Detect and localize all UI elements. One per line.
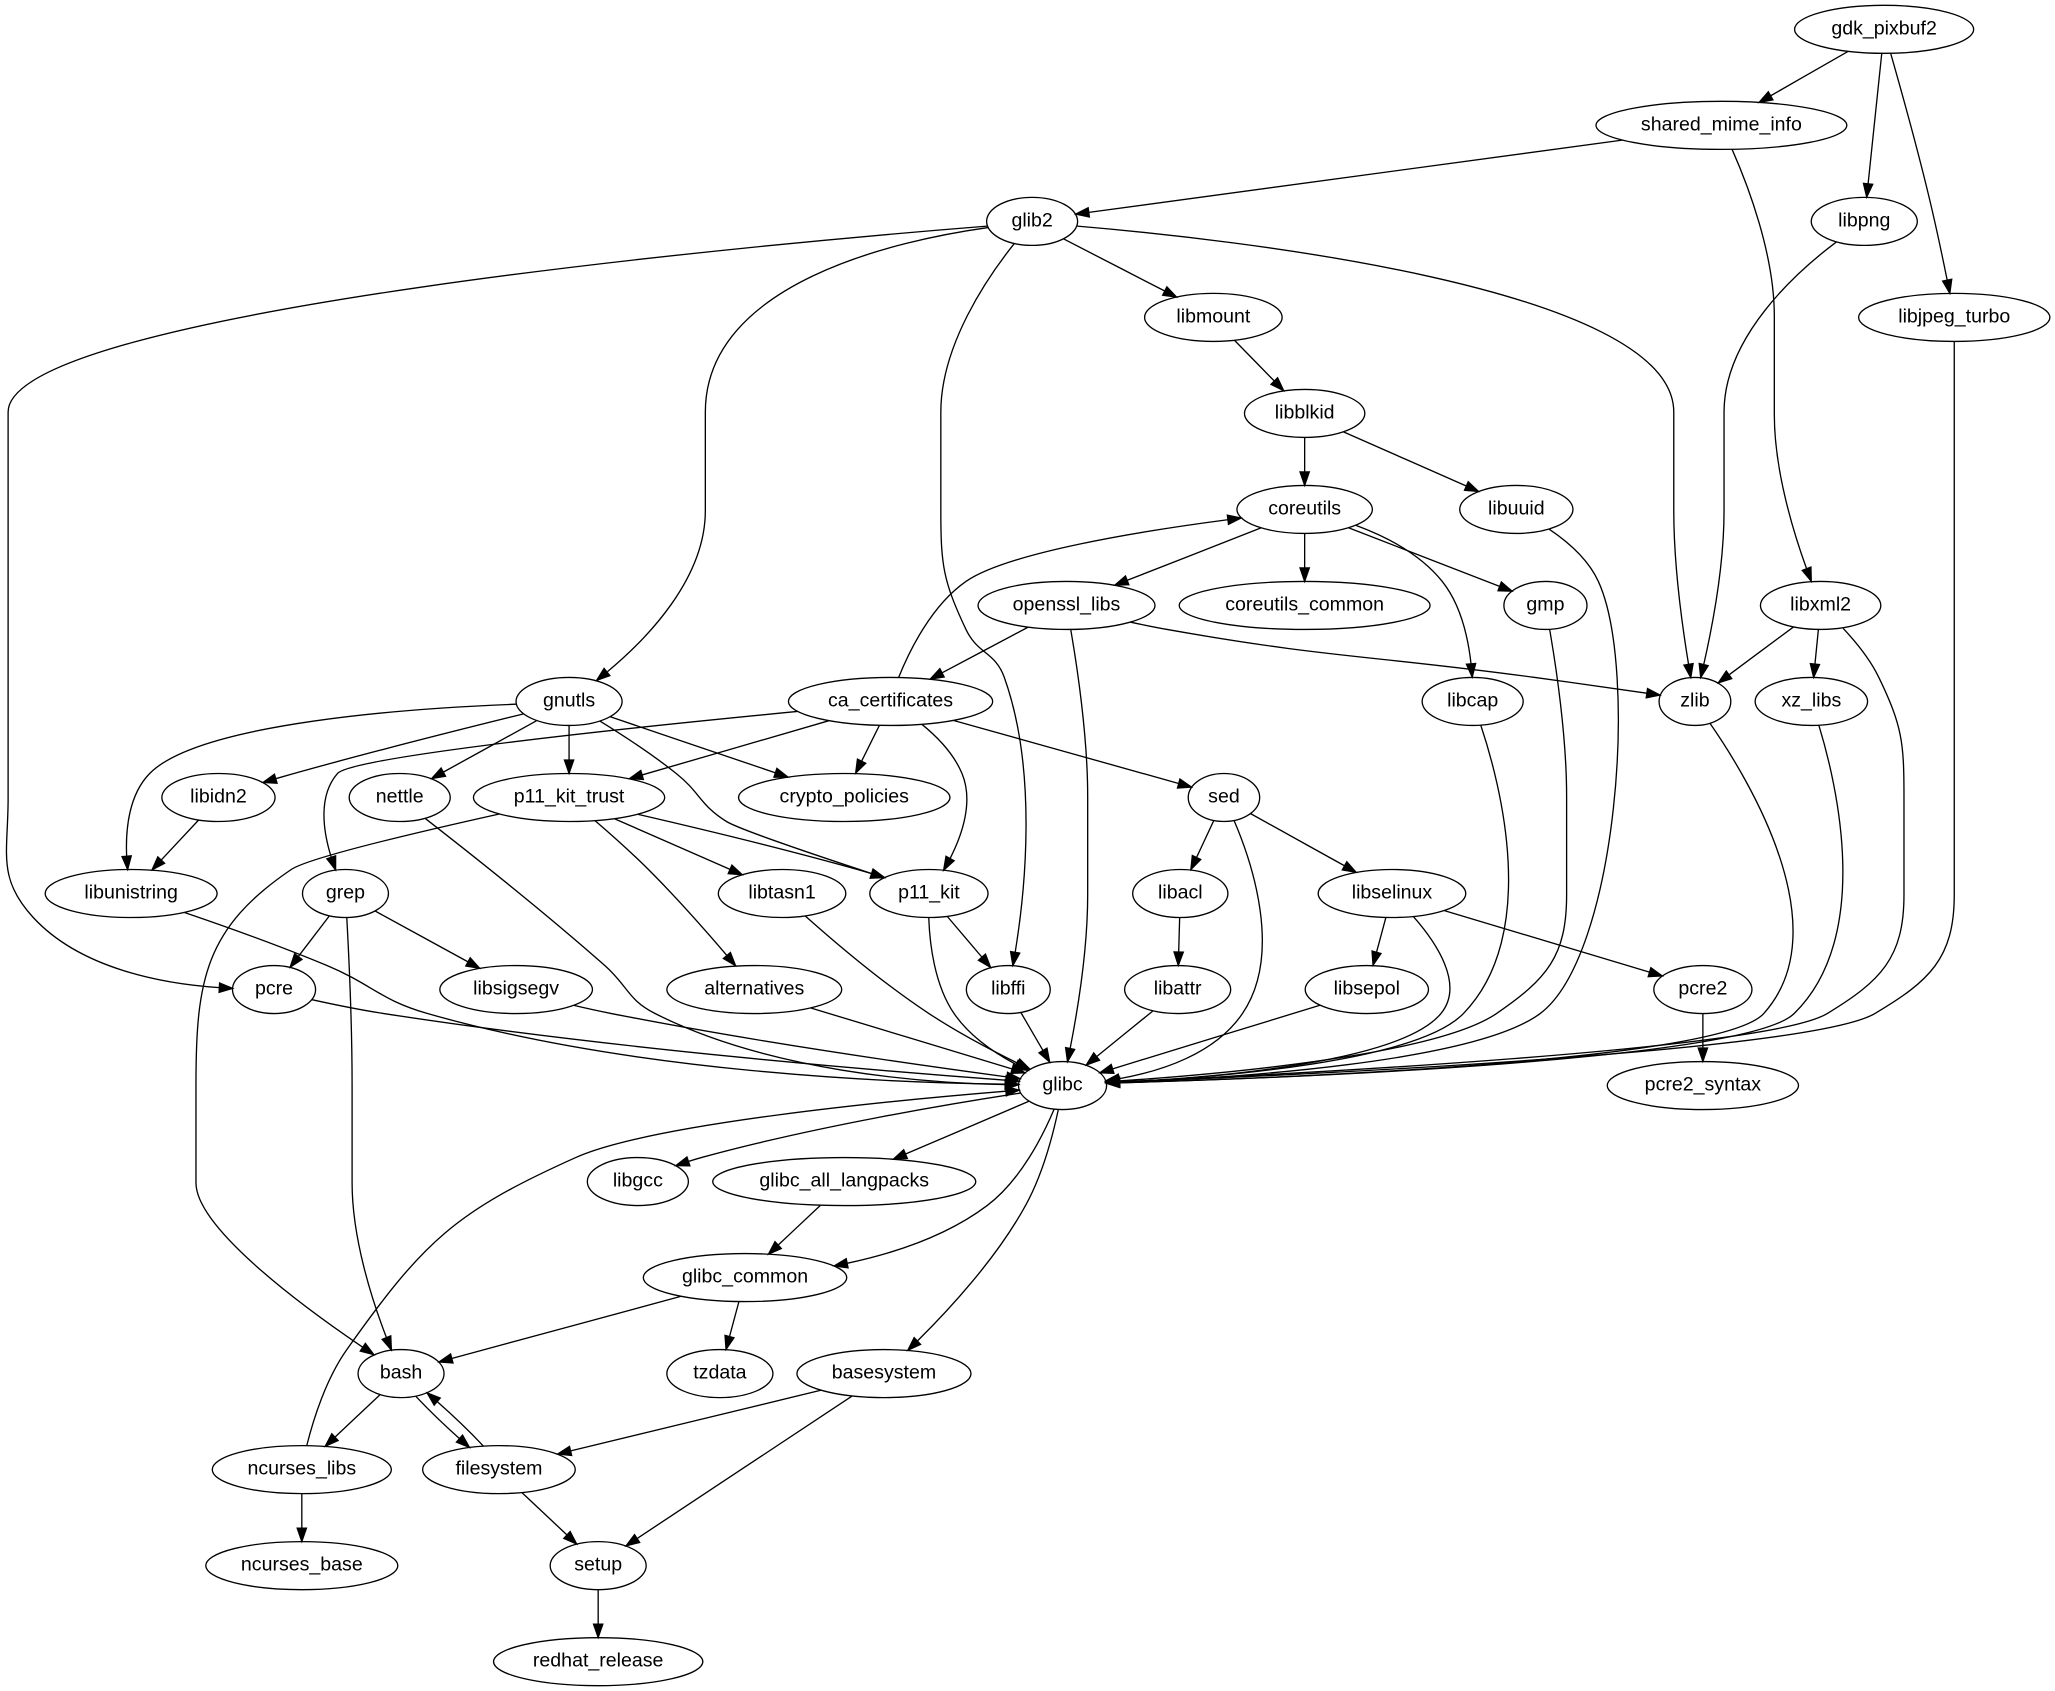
svg-text:nettle: nettle — [376, 785, 424, 807]
svg-text:coreutils: coreutils — [1268, 497, 1341, 519]
svg-text:libattr: libattr — [1154, 977, 1202, 999]
svg-text:crypto_policies: crypto_policies — [780, 785, 910, 807]
svg-text:libmount: libmount — [1176, 305, 1250, 327]
svg-text:libunistring: libunistring — [84, 881, 178, 903]
svg-text:bash: bash — [380, 1361, 422, 1383]
svg-text:libselinux: libselinux — [1352, 881, 1433, 903]
svg-text:p11_kit: p11_kit — [898, 881, 960, 903]
svg-text:gnutls: gnutls — [543, 689, 595, 711]
svg-text:libblkid: libblkid — [1275, 401, 1335, 423]
svg-text:glib2: glib2 — [1011, 209, 1052, 231]
svg-text:sed: sed — [1208, 785, 1240, 807]
svg-text:redhat_release: redhat_release — [533, 1650, 664, 1672]
svg-text:coreutils_common: coreutils_common — [1225, 593, 1384, 615]
svg-text:libsigsegv: libsigsegv — [473, 977, 559, 999]
svg-text:pcre: pcre — [255, 977, 293, 999]
svg-text:pcre2: pcre2 — [1678, 977, 1727, 999]
svg-text:libacl: libacl — [1158, 881, 1203, 903]
svg-text:shared_mime_info: shared_mime_info — [1641, 113, 1802, 135]
svg-text:xz_libs: xz_libs — [1781, 689, 1841, 711]
svg-text:pcre2_syntax: pcre2_syntax — [1645, 1073, 1762, 1095]
svg-text:tzdata: tzdata — [693, 1361, 746, 1383]
svg-text:grep: grep — [326, 881, 365, 903]
svg-text:basesystem: basesystem — [832, 1361, 936, 1383]
svg-text:libgcc: libgcc — [613, 1169, 663, 1191]
svg-text:libidn2: libidn2 — [190, 785, 247, 807]
svg-text:libpng: libpng — [1838, 209, 1890, 231]
svg-text:openssl_libs: openssl_libs — [1013, 593, 1121, 615]
svg-text:glibc: glibc — [1042, 1073, 1082, 1095]
svg-text:libxml2: libxml2 — [1790, 593, 1851, 615]
svg-text:filesystem: filesystem — [455, 1457, 542, 1479]
svg-text:ncurses_base: ncurses_base — [241, 1554, 363, 1576]
svg-text:setup: setup — [574, 1554, 622, 1576]
svg-text:libuuid: libuuid — [1488, 497, 1545, 519]
svg-text:libjpeg_turbo: libjpeg_turbo — [1898, 305, 2010, 327]
svg-text:glibc_all_langpacks: glibc_all_langpacks — [759, 1169, 929, 1191]
svg-text:alternatives: alternatives — [704, 977, 804, 999]
svg-text:p11_kit_trust: p11_kit_trust — [514, 785, 625, 807]
svg-text:ca_certificates: ca_certificates — [828, 689, 953, 711]
svg-text:libtasn1: libtasn1 — [748, 881, 815, 903]
svg-text:zlib: zlib — [1680, 689, 1709, 711]
svg-text:libffi: libffi — [991, 977, 1025, 999]
svg-text:gmp: gmp — [1526, 593, 1564, 615]
svg-text:glibc_common: glibc_common — [682, 1265, 808, 1287]
svg-text:libcap: libcap — [1447, 689, 1498, 711]
svg-text:ncurses_libs: ncurses_libs — [247, 1457, 356, 1479]
svg-text:libsepol: libsepol — [1334, 977, 1400, 999]
svg-text:gdk_pixbuf2: gdk_pixbuf2 — [1831, 17, 1937, 39]
